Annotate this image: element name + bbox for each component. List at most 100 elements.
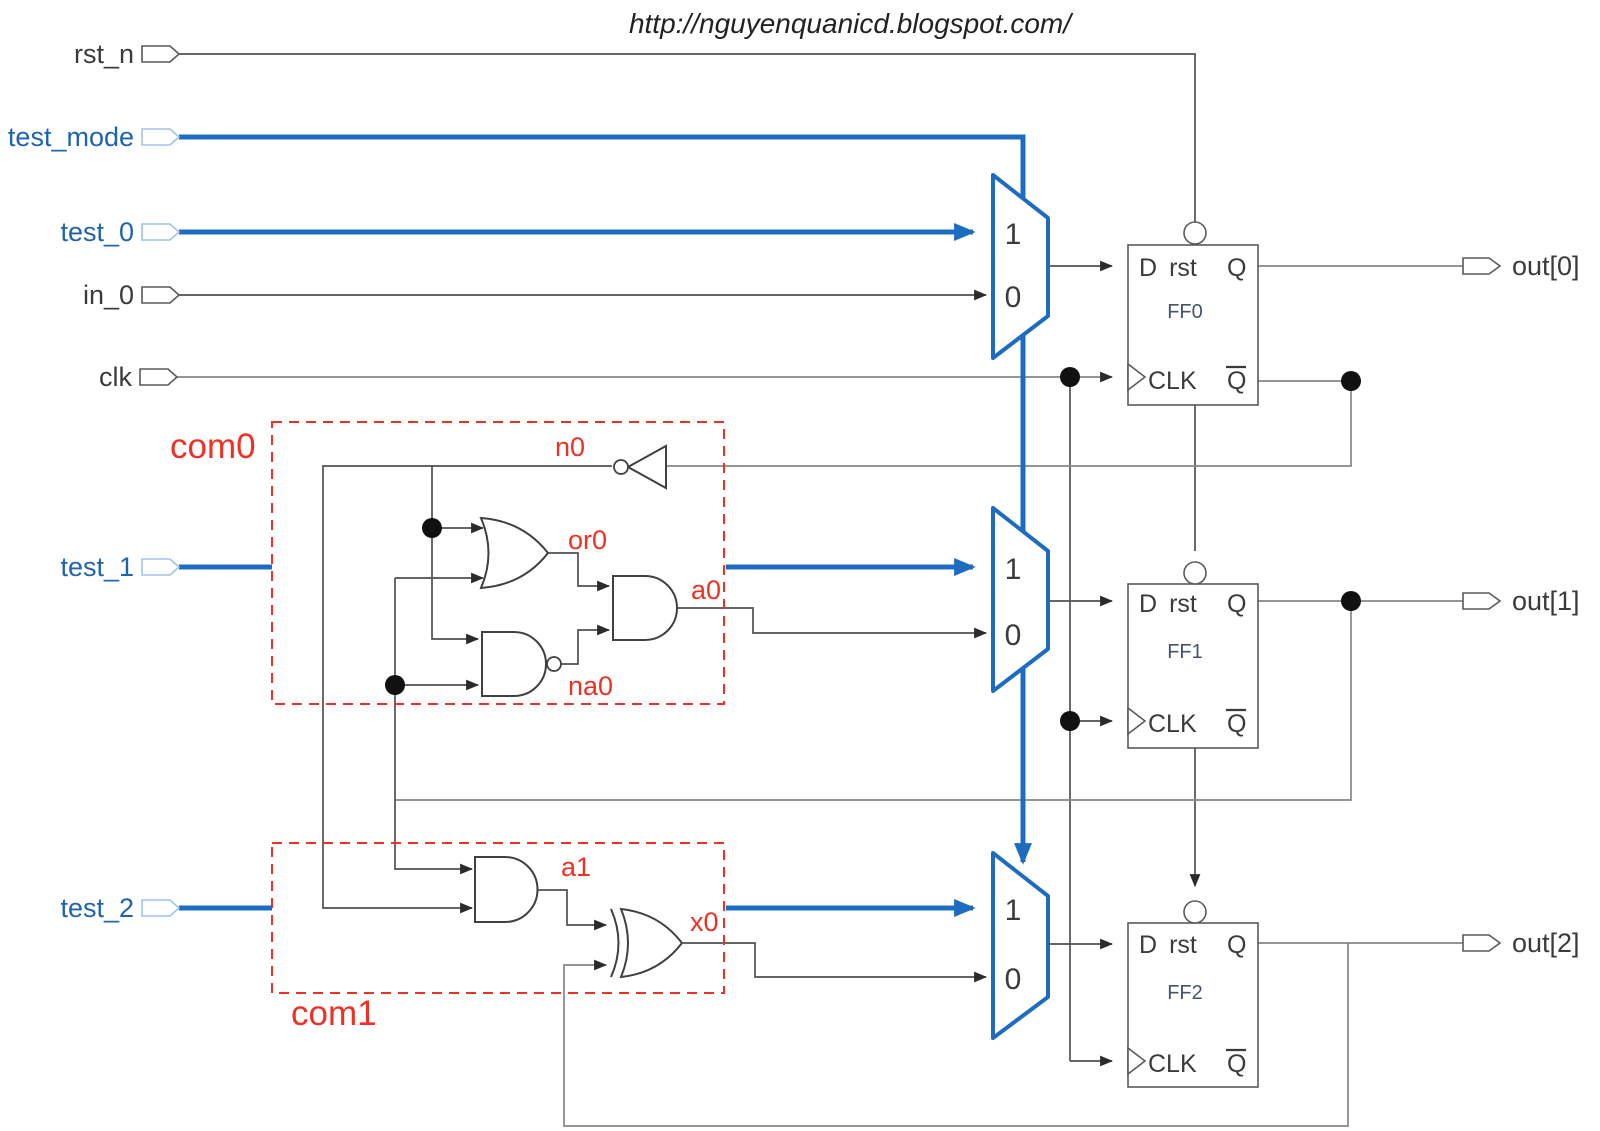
wire-na0-to-a0 bbox=[561, 624, 611, 665]
wire-x0-to-mux2 bbox=[683, 942, 988, 983]
port-label-in-0: in_0 bbox=[83, 280, 134, 310]
port-label-test-mode: test_mode bbox=[8, 122, 134, 152]
port-in-0 bbox=[141, 286, 181, 304]
ff1-box bbox=[1127, 583, 1259, 749]
ff2-name: FF2 bbox=[1167, 982, 1203, 1004]
junction-ff1-q bbox=[1341, 591, 1361, 611]
wire-ff1-q-feedback bbox=[395, 601, 1352, 801]
ff1-pin-d: D bbox=[1139, 590, 1157, 618]
port-out-1 bbox=[1462, 592, 1502, 610]
ff0-pin-d: D bbox=[1139, 254, 1157, 282]
ff0-pin-qbar: Q bbox=[1227, 367, 1246, 395]
junction-dots bbox=[385, 367, 1361, 731]
port-label-test-0: test_0 bbox=[60, 217, 134, 247]
ff2-pin-clk: CLK bbox=[1148, 1050, 1197, 1078]
port-test-1 bbox=[141, 558, 181, 576]
a0-gate bbox=[612, 575, 678, 641]
wire-or0-to-a0 bbox=[548, 552, 611, 592]
ff0-pin-clk: CLK bbox=[1148, 367, 1197, 395]
wire-n0-branch-to-na0 bbox=[431, 466, 480, 645]
port-label-test-1: test_1 bbox=[60, 552, 134, 582]
port-label-clk: clk bbox=[99, 362, 132, 392]
wire-n0-out-to-a1 bbox=[322, 465, 612, 914]
ff2-pin-q: Q bbox=[1227, 931, 1246, 959]
label-a1: a1 bbox=[561, 852, 591, 882]
inverter-n0-gate bbox=[625, 444, 667, 490]
ff2-box bbox=[1127, 922, 1259, 1088]
port-test-2 bbox=[141, 899, 181, 917]
wire-rst-n bbox=[179, 53, 1196, 222]
block-com0-outline bbox=[271, 421, 725, 705]
port-out-0 bbox=[1462, 257, 1502, 275]
ff1-pin-q: Q bbox=[1227, 590, 1246, 618]
x0-gate bbox=[619, 907, 684, 979]
port-label-out-1: out[1] bbox=[1512, 586, 1580, 616]
red-annotations: com0 com1 n0 or0 na0 a0 a1 x0 bbox=[170, 427, 721, 1033]
junction-n0-or0 bbox=[422, 518, 442, 538]
port-test-0 bbox=[141, 223, 181, 241]
mux1-label-0: 0 bbox=[1005, 619, 1022, 652]
mux2-label-0: 0 bbox=[1005, 963, 1022, 996]
ff0-name: FF0 bbox=[1167, 301, 1203, 323]
ff2-pin-rst: rst bbox=[1169, 931, 1197, 959]
port-rst-n bbox=[141, 45, 181, 63]
mux0-shape bbox=[991, 173, 1050, 360]
na0-gate bbox=[481, 631, 547, 697]
na0-bubble bbox=[546, 656, 562, 672]
mux0-label-0: 0 bbox=[1005, 281, 1022, 314]
ff0-rst-bubble bbox=[1183, 221, 1207, 245]
label-com1: com1 bbox=[291, 994, 377, 1033]
label-com0: com0 bbox=[170, 427, 256, 466]
input-ports: rst_n test_mode test_0 in_0 clk test_1 t… bbox=[8, 39, 181, 923]
flipflop-ff1: D rst Q FF1 CLK Q bbox=[1127, 561, 1259, 749]
mux1-label-1: 1 bbox=[1005, 553, 1022, 586]
ff0-clk-triangle bbox=[1127, 362, 1147, 392]
label-na0: na0 bbox=[568, 671, 613, 701]
page-url-note: http://nguyenquanicd.blogspot.com/ bbox=[629, 8, 1074, 39]
ff1-name: FF1 bbox=[1167, 641, 1203, 663]
port-out-2 bbox=[1462, 934, 1502, 952]
ff2-rst-bubble bbox=[1183, 900, 1207, 924]
gates bbox=[474, 444, 684, 979]
ff1-rst-bubble bbox=[1183, 561, 1207, 585]
ff1-pin-clk: CLK bbox=[1148, 710, 1197, 738]
flipflop-ff2: D rst Q FF2 CLK Q bbox=[1127, 900, 1259, 1088]
mux0-label-1: 1 bbox=[1005, 218, 1022, 251]
wire-a0-to-mux1 bbox=[678, 607, 988, 639]
label-n0: n0 bbox=[555, 432, 585, 462]
label-or0: or0 bbox=[568, 525, 607, 555]
port-label-out-2: out[2] bbox=[1512, 928, 1580, 958]
ff1-pin-rst: rst bbox=[1169, 590, 1197, 618]
or0-gate bbox=[479, 516, 550, 590]
ff0-pin-q: Q bbox=[1227, 254, 1246, 282]
ff1-pin-qbar: Q bbox=[1227, 710, 1246, 738]
mux2-shape bbox=[991, 851, 1050, 1040]
ff0-box bbox=[1127, 244, 1259, 406]
ff2-pin-d: D bbox=[1139, 931, 1157, 959]
wire-ff0-qbar-to-n0 bbox=[666, 381, 1352, 467]
wires bbox=[177, 53, 1463, 1127]
flipflop-ff0: D rst Q FF0 CLK Q bbox=[1127, 221, 1259, 406]
port-label-test-2: test_2 bbox=[60, 893, 134, 923]
wire-out2-feedback-to-x0 bbox=[563, 943, 1349, 1127]
junction-clk-ff1 bbox=[1060, 711, 1080, 731]
label-x0: x0 bbox=[690, 907, 719, 937]
ff2-pin-qbar: Q bbox=[1227, 1050, 1246, 1078]
wire-test-mode bbox=[179, 134, 1026, 198]
wire-a1-to-x0 bbox=[538, 889, 608, 931]
ff1-clk-triangle bbox=[1127, 706, 1147, 736]
port-label-rst-n: rst_n bbox=[74, 39, 134, 69]
port-label-out-0: out[0] bbox=[1512, 251, 1580, 281]
x0-gate-back-arc bbox=[610, 908, 620, 978]
output-ports: out[0] out[1] out[2] bbox=[1462, 251, 1580, 958]
port-clk bbox=[139, 368, 179, 386]
ff2-clk-triangle bbox=[1127, 1046, 1147, 1076]
a1-gate bbox=[474, 856, 539, 923]
mux1-shape bbox=[991, 506, 1050, 693]
ff0-pin-rst: rst bbox=[1169, 254, 1197, 282]
blue-wires bbox=[179, 134, 1032, 917]
inverter-n0-bubble bbox=[613, 459, 629, 475]
label-a0: a0 bbox=[691, 575, 721, 605]
